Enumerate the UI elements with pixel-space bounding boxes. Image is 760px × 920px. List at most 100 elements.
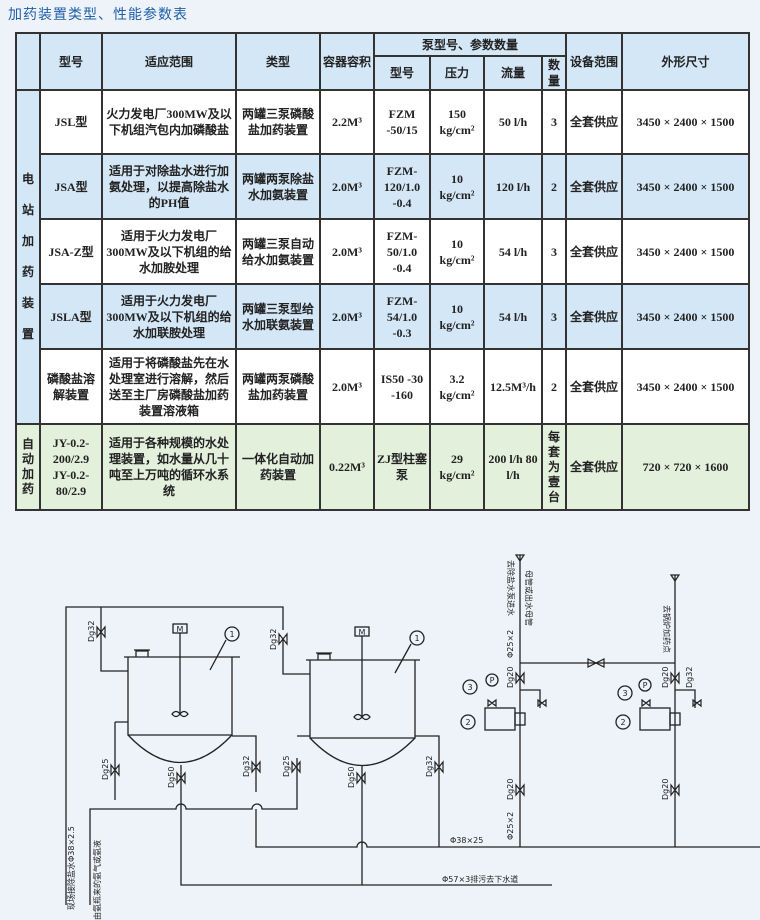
cell-flow: 200 l/h 80 l/h [483, 423, 543, 511]
cell-flow: 12.5M³/h [483, 348, 543, 425]
cell-pump: FZM-54/1.0 -0.3 [373, 283, 431, 350]
diagram-labels: M M 1 1 2 2 3 3 P P Dg32 Dg32 Dg25 Dg50 … [66, 560, 694, 920]
tanks [124, 623, 425, 767]
cell-flow: 120 l/h [483, 153, 543, 220]
cell-size: 3450 × 2400 × 1500 [621, 348, 750, 425]
cell-scope: 适用于各种规模的水处理装置，如水量从几十吨至上万吨的循环水系统 [101, 423, 237, 511]
pipe-size-label: Dg32 [269, 629, 278, 650]
header-scope: 适应范围 [101, 32, 237, 91]
pipe-size-label: Dg50 [167, 767, 176, 788]
drain-label: Φ57×3排污去下水道 [442, 874, 518, 884]
tag-label: 1 [229, 630, 234, 639]
pipes [65, 555, 760, 905]
cell-qty: 每套为壹台 [540, 423, 568, 511]
table-row: JSA-Z型适用于火力发电厂300MW及以下机组的给水加胺处理两罐三泵自动给水加… [16, 218, 750, 285]
ammonia-label: 由氨瓶来的氨气或氨液 [92, 840, 102, 920]
cell-pressure: 10 kg/cm² [429, 153, 485, 220]
pipe-size-label: Dg32 [242, 756, 251, 777]
cell-type: 一体化自动加药装置 [235, 423, 321, 511]
motor-label: M [359, 628, 366, 637]
gauge-label: P [643, 681, 648, 690]
destination-label: 母管或出水母管 [524, 570, 534, 626]
cell-volume: 2.0M³ [319, 283, 375, 350]
header-model: 型号 [39, 32, 103, 91]
cell-supply: 全套供应 [565, 283, 624, 350]
cell-qty: 2 [540, 348, 568, 425]
cell-type: 两罐两泵除盐水加氨装置 [235, 153, 321, 220]
cell-supply: 全套供应 [565, 423, 624, 511]
group-label: 电站加药装置 [15, 89, 41, 425]
cell-pump: FZM-120/1.0 -0.4 [373, 153, 431, 220]
header-pump-group: 泵型号、参数数量 [372, 32, 568, 57]
cell-pump: ZJ型柱塞泵 [373, 423, 431, 511]
header-flow: 流量 [483, 55, 543, 91]
destination-label: 去锅炉加药点 [662, 605, 672, 653]
arrow-icon [514, 554, 681, 583]
cell-model: JSA-Z型 [39, 218, 103, 285]
pipe-size-label: Dg20 [506, 667, 515, 688]
gauge-label: P [490, 676, 495, 685]
motor-label: M [177, 625, 184, 634]
cell-pressure: 10 kg/cm² [429, 218, 485, 285]
cell-qty: 3 [540, 89, 568, 155]
cell-pump: FZM -50/15 [373, 89, 431, 155]
pipe-spec-label: Φ25×2 [506, 812, 515, 840]
pipe-size-label: Dg25 [101, 759, 110, 780]
cell-size: 3450 × 2400 × 1500 [621, 89, 750, 155]
pipe-size-label: Dg20 [661, 779, 670, 800]
table-row: JSLA型适用于火力发电厂300MW及以下机组的给水加联胺处理两罐三泵型给水加联… [16, 283, 750, 350]
tag-label: 3 [622, 689, 627, 698]
cell-model: JSLA型 [39, 283, 103, 350]
cell-size: 3450 × 2400 × 1500 [621, 153, 750, 220]
header-pump-model: 型号 [373, 55, 431, 91]
pipe-size-label: Dg25 [282, 756, 291, 777]
cell-supply: 全套供应 [565, 89, 624, 155]
cell-scope: 适用于火力发电厂300MW及以下机组的给水加胺处理 [101, 218, 237, 285]
cell-supply: 全套供应 [565, 218, 624, 285]
header-volume: 容器容积 [319, 32, 375, 91]
pipe-size-label: Dg20 [661, 667, 670, 688]
cell-scope: 适用于火力发电厂300MW及以下机组的给水加联胺处理 [101, 283, 237, 350]
cell-qty: 2 [540, 153, 568, 220]
header-corner [15, 32, 41, 91]
pipe-size-label: Dg32 [685, 667, 694, 688]
valve-icon [587, 658, 605, 668]
header-supply: 设备范围 [565, 32, 624, 91]
page-title: 加药装置类型、性能参数表 [8, 7, 188, 23]
tag-label: 1 [414, 634, 419, 643]
destination-label: 去除盐水泵进水 [506, 560, 516, 616]
header-type: 类型 [235, 32, 321, 91]
valve-icon [96, 625, 680, 797]
cell-pump: FZM-50/1.0 -0.4 [373, 218, 431, 285]
inlet-label: 现场接除盐水Φ38×2.5 [66, 826, 76, 910]
cell-model: JY-0.2-200/2.9 JY-0.2-80/2.9 [39, 423, 103, 511]
pipe-size-label: Dg32 [425, 756, 434, 777]
cell-qty: 3 [540, 218, 568, 285]
cell-pressure: 3.2 kg/cm² [429, 348, 485, 425]
cell-qty: 3 [540, 283, 568, 350]
cell-scope: 火力发电厂300MW及以下机组汽包内加磷酸盐 [101, 89, 237, 155]
valves [96, 554, 702, 797]
cell-volume: 2.0M³ [319, 153, 375, 220]
cell-scope: 适用于将磷酸盐先在水处理室进行溶解，然后送至主厂房磷酸盐加药装置溶液箱 [101, 348, 237, 425]
cell-model: JSA型 [39, 153, 103, 220]
pressure-gauge-icon [638, 678, 652, 692]
cell-flow: 54 l/h [483, 218, 543, 285]
table-row: 磷酸盐溶解装置适用于将磷酸盐先在水处理室进行溶解，然后送至主厂房磷酸盐加药装置溶… [16, 348, 750, 425]
cell-pump: IS50 -30 -160 [373, 348, 431, 425]
cell-flow: 50 l/h [483, 89, 543, 155]
cell-type: 两罐三泵型给水加联氨装置 [235, 283, 321, 350]
cell-supply: 全套供应 [565, 348, 624, 425]
parameter-table: 型号 适应范围 类型 容器容积 泵型号、参数数量 设备范围 外形尺寸 型号 压力… [15, 32, 750, 511]
cell-size: 3450 × 2400 × 1500 [621, 283, 750, 350]
pumps [460, 673, 681, 731]
cell-model: JSL型 [39, 89, 103, 155]
cell-volume: 2.0M³ [319, 218, 375, 285]
cell-flow: 54 l/h [483, 283, 543, 350]
cell-type: 两罐两泵磷酸盐加药装置 [235, 348, 321, 425]
agitator-icon [171, 710, 371, 721]
cell-volume: 2.2M³ [319, 89, 375, 155]
cell-type: 两罐三泵自动给水加氨装置 [235, 218, 321, 285]
